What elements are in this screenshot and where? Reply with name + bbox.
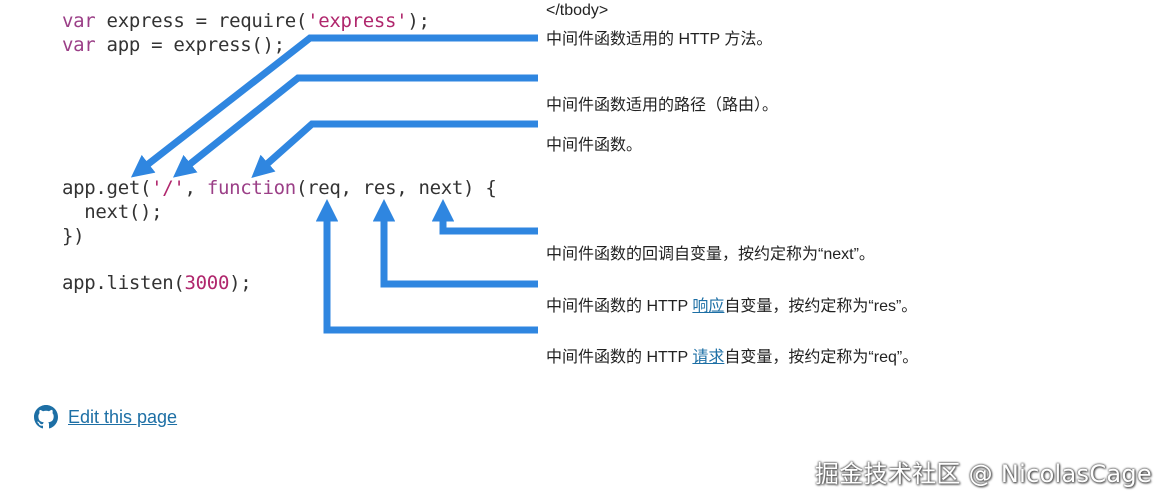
watermark: 掘金技术社区 @ NicolasCage [814, 460, 1152, 488]
middleware-diagram: var express = require('express'); var ap… [62, 2, 918, 368]
response-link[interactable]: 响应 [692, 298, 725, 315]
code-text: (req, res, next) { [295, 177, 497, 199]
code-keyword: function [206, 177, 296, 199]
code-string: 'express' [307, 10, 408, 32]
annotation-path: 中间件函数适用的路径（路由）。 [546, 97, 779, 114]
arrow-path [172, 74, 538, 178]
annotation-req: 中间件函数的 HTTP 请求自变量，按约定称为“req”。 [546, 348, 918, 368]
annotation-res: 中间件函数的 HTTP 响应自变量，按约定称为“res”。 [546, 297, 917, 317]
arrow-method [130, 34, 538, 178]
annotation-middleware: 中间件函数。 [546, 137, 643, 154]
edit-this-page[interactable]: Edit this page [34, 405, 177, 429]
arrow-overlay [130, 34, 538, 334]
annotation-text: 中间件函数的 HTTP [546, 349, 693, 366]
github-icon [34, 405, 58, 429]
code-text: ); [407, 10, 430, 32]
request-link[interactable]: 请求 [692, 349, 725, 366]
annotation-text: 自变量，按约定称为“res”。 [724, 298, 918, 315]
tbody-fragment: </tbody> [546, 2, 609, 19]
arrow-res [372, 199, 538, 288]
code-text: , [184, 177, 207, 199]
arrow-next [431, 199, 538, 235]
code-text: app.get( [62, 177, 152, 199]
code-text: ); [229, 272, 252, 294]
code-text: app = express(); [95, 34, 286, 56]
annotation-next: 中间件函数的回调自变量，按约定称为“next”。 [546, 246, 875, 263]
annotation-text: 中间件函数的 HTTP [546, 298, 693, 315]
edit-page-link[interactable]: Edit this page [68, 406, 178, 427]
code-line-3: app.get('/', function(req, res, next) { [62, 176, 497, 200]
code-line-1: var express = require('express'); [62, 9, 430, 33]
code-line-2: var app = express(); [62, 33, 285, 57]
annotation-text: 自变量，按约定称为“req”。 [724, 349, 919, 366]
annotation-method: 中间件函数适用的 HTTP 方法。 [546, 31, 773, 48]
code-line-4: next(); [62, 201, 163, 223]
code-line-5: }) [62, 225, 85, 247]
code-text: app.listen( [62, 272, 185, 294]
code-keyword: var [62, 34, 96, 56]
arrow-req [315, 199, 538, 334]
code-line-6: app.listen(3000); [62, 271, 252, 295]
code-text: express = require( [95, 10, 308, 32]
code-number: 3000 [184, 272, 230, 294]
code-string: '/' [151, 177, 185, 199]
code-keyword: var [62, 10, 96, 32]
arrow-middleware [251, 120, 538, 178]
